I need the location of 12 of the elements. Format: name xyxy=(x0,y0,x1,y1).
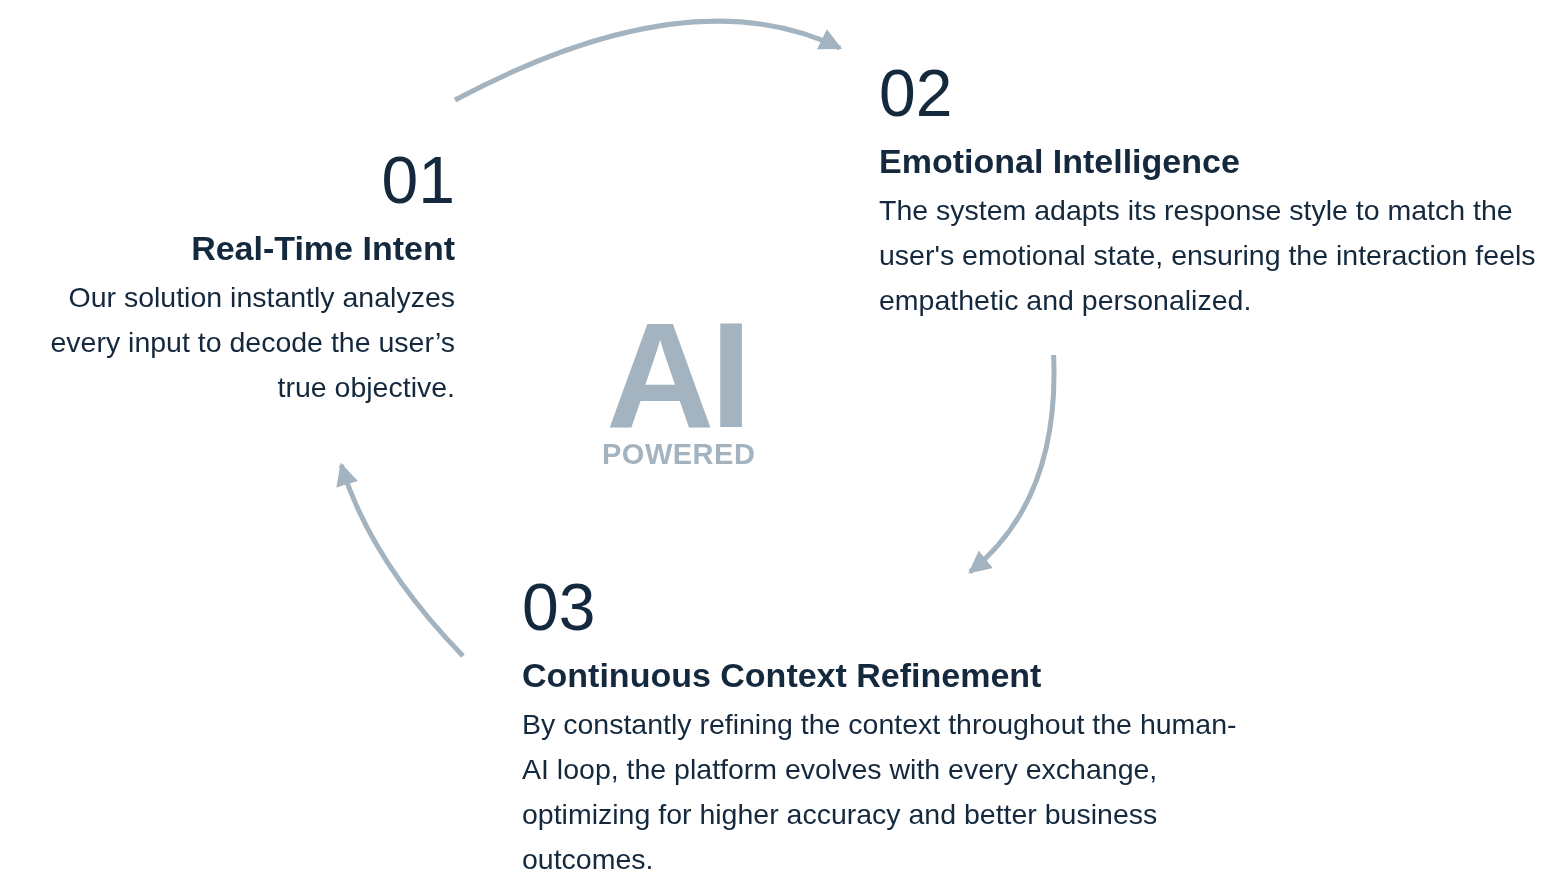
step-title: Continuous Context Refinement xyxy=(522,655,1042,696)
step-number: 03 xyxy=(522,572,596,642)
step-number: 02 xyxy=(879,58,953,128)
step-description: By constantly refining the context throughout the human-AI loop, the platform evolves with every exchange, optimizing for higher accuracy and better business outcomes. xyxy=(522,707,1238,873)
curved-arrow xyxy=(453,18,843,103)
step-title: Emotional Intelligence xyxy=(879,141,1240,182)
step-number: 01 xyxy=(381,145,455,215)
curved-arrow xyxy=(968,354,1057,574)
step-description: The system adapts its response style to match the user's emotional state, ensuring the interaction feels empathetic and personalized. xyxy=(879,193,1537,318)
step-title: Real-Time Intent xyxy=(191,228,455,269)
curved-arrow xyxy=(336,462,465,658)
step-description: Our solution instantly analyzes every input to decode the user’s true objective. xyxy=(49,280,455,405)
